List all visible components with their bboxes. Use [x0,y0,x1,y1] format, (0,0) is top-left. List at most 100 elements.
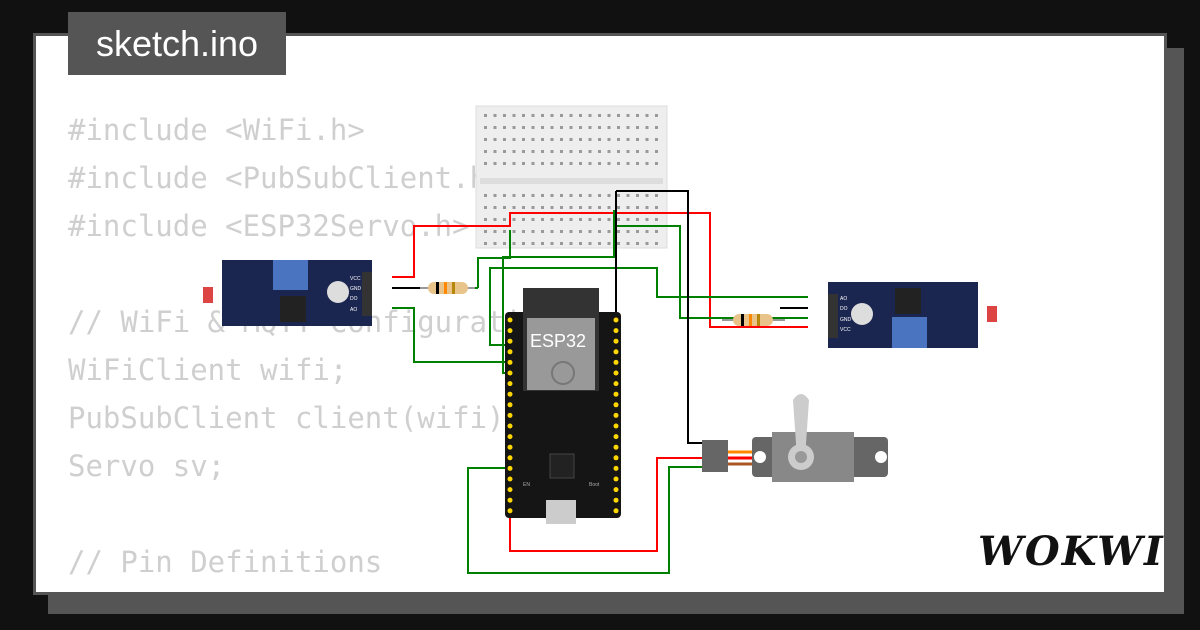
breadboard-hole [512,126,516,129]
breadboard-hole [588,242,592,245]
esp32-pin [507,349,513,355]
breadboard-hole [560,138,563,141]
breadboard-hole [560,230,563,233]
breadboard-hole [617,230,620,233]
breadboard-hole [598,162,601,165]
breadboard-hole [493,162,497,165]
esp32-pin [613,487,619,493]
breadboard-hole [636,162,639,165]
breadboard-hole [579,206,582,209]
breadboard-hole [484,138,487,141]
breadboard-hole [645,126,649,129]
breadboard-hole [579,230,582,233]
svg-text:GND: GND [840,317,852,323]
breadboard-hole [636,242,639,245]
breadboard-hole [541,206,544,209]
breadboard-hole [569,194,573,197]
esp32-pin [507,508,513,514]
esp32-pin [507,423,513,429]
breadboard-hole [560,218,563,221]
breadboard-hole [550,150,554,153]
breadboard-hole [503,206,506,209]
breadboard-hole [522,230,525,233]
esp32-pin [613,423,619,429]
breadboard-hole [512,206,516,209]
esp32-pin [613,412,619,418]
breadboard-hole [541,114,544,117]
breadboard-hole [636,114,639,117]
breadboard-hole [598,242,601,245]
breadboard-hole [588,126,592,129]
breadboard-hole [617,242,620,245]
esp32-pin [507,317,513,323]
breadboard-hole [626,138,630,141]
breadboard-hole [588,194,592,197]
breadboard-hole [607,242,611,245]
breadboard-hole [531,126,535,129]
esp32-pin [613,338,619,344]
breadboard-hole [598,138,601,141]
breadboard-hole [503,162,506,165]
breadboard-hole [645,194,649,197]
breadboard-hole [607,138,611,141]
esp32-pin [613,497,619,503]
svg-text:Boot: Boot [589,482,600,488]
breadboard-hole [484,150,487,153]
breadboard-hole [655,194,658,197]
breadboard-hole [512,114,516,117]
breadboard-hole [493,138,497,141]
breadboard-hole [493,194,497,197]
breadboard-hole [484,194,487,197]
breadboard-hole [636,230,639,233]
breadboard-hole [655,162,658,165]
breadboard-hole [626,206,630,209]
esp32-pin [613,444,619,450]
breadboard-hole [569,126,573,129]
breadboard-hole [512,230,516,233]
breadboard-hole [531,206,535,209]
breadboard-hole [607,230,611,233]
file-tab: sketch.ino [68,12,286,75]
breadboard-hole [541,126,544,129]
breadboard-hole [626,194,630,197]
breadboard-hole [626,114,630,117]
breadboard-hole [655,126,658,129]
breadboard-hole [626,230,630,233]
breadboard-hole [550,126,554,129]
breadboard-hole [560,162,563,165]
breadboard-hole [636,218,639,221]
breadboard-hole [655,242,658,245]
breadboard-hole [607,162,611,165]
breadboard-hole [522,194,525,197]
breadboard-hole [607,194,611,197]
breadboard-hole [588,138,592,141]
breadboard [475,105,668,249]
breadboard-hole [655,114,658,117]
breadboard-hole [541,150,544,153]
esp32-pin [613,455,619,461]
breadboard-hole [493,218,497,221]
esp32-pin [507,476,513,482]
breadboard-hole [550,138,554,141]
ldr-module-right: AO DO GND VCC [828,282,997,348]
resistor-right [722,314,785,326]
ldr-module-left: VCC GND DO AO [203,260,372,326]
breadboard-hole [636,150,639,153]
breadboard-hole [579,194,582,197]
esp32-pin [507,465,513,471]
breadboard-hole [512,150,516,153]
esp32-board: ESP32 EN Boot [505,288,621,524]
breadboard-hole [493,150,497,153]
breadboard-hole [569,218,573,221]
breadboard-hole [493,242,497,245]
esp32-pin [613,508,619,514]
breadboard-hole [617,218,620,221]
breadboard-hole [588,206,592,209]
breadboard-hole [512,138,516,141]
breadboard-hole [598,194,601,197]
svg-text:VCC: VCC [350,276,361,282]
breadboard-hole [522,162,525,165]
breadboard-hole [579,150,582,153]
esp32-pin [613,381,619,387]
